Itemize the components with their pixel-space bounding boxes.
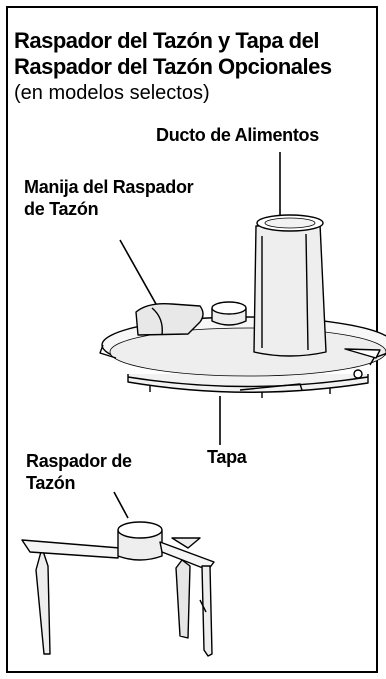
food-chute-label: Ducto de Alimentos <box>156 125 319 145</box>
section-title: Raspador del Tazón y Tapa del Raspador d… <box>14 28 332 80</box>
title-line-2: Raspador del Tazón Opcionales <box>14 54 332 79</box>
page-frame: Raspador del Tazón y Tapa del Raspador d… <box>6 6 378 673</box>
section-subtitle: (en modelos selectos) <box>14 82 210 104</box>
bowl-scraper-handle-label: Manija del Raspador de Tazón <box>24 176 264 220</box>
lid-illustration <box>99 301 386 398</box>
title-line-1: Raspador del Tazón y Tapa del <box>14 28 319 53</box>
handle-leader <box>119 239 157 305</box>
scraper-leader <box>113 491 129 519</box>
bowl-scraper-handle-label-line-1: Manija del Raspador <box>24 177 194 197</box>
food-chute-illustration <box>253 214 327 357</box>
bowl-scraper-label-line-1: Raspador de <box>26 451 132 471</box>
bowl-scraper-label: Raspador de Tazón <box>26 450 186 494</box>
lid-label: Tapa <box>207 447 247 467</box>
bowl-scraper-label-line-2: Tazón <box>26 473 76 493</box>
bowl-scraper-illustration <box>21 521 215 657</box>
bowl-scraper-handle-label-line-2: de Tazón <box>24 199 99 219</box>
